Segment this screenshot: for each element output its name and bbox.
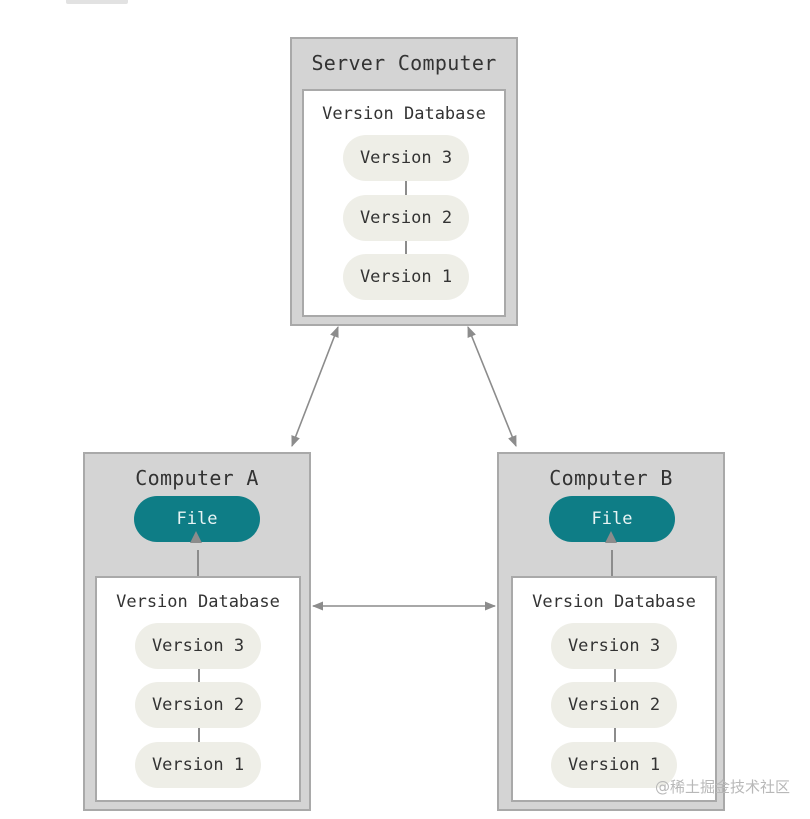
server-version-link-1 [405,179,407,195]
server-to-computer-b-arrow [467,325,517,448]
server-version-3: Version 3 [343,135,469,181]
computer-a-box: Computer A File Version Database Version… [83,452,311,811]
server-computer-box: Server Computer Version Database Version… [290,37,518,326]
server-database-title: Version Database [322,104,486,124]
cropped-text-fragment [66,0,128,4]
server-version-database: Version Database Version 3 Version 2 Ver… [302,89,506,317]
computer-b-database-title: Version Database [532,592,696,612]
server-version-1: Version 1 [343,254,469,300]
computer-b-title: Computer B [549,466,673,490]
computer-b-file: File [549,496,675,542]
computer-b-version-link-2 [614,726,616,742]
computer-a-file-link [197,550,199,576]
computer-a-version-database: Version Database Version 3 Version 2 Ver… [95,576,301,802]
computer-b-version-link-1 [614,667,616,683]
computer-b-version-3: Version 3 [551,623,677,669]
computer-b-file-arrowhead [605,531,617,543]
computer-b-version-database: Version Database Version 3 Version 2 Ver… [511,576,717,802]
computer-b-version-2: Version 2 [551,682,677,728]
computer-a-file-arrowhead [190,531,202,543]
computer-b-box: Computer B File Version Database Version… [497,452,725,811]
computer-b-version-1: Version 1 [551,742,677,788]
server-version-link-2 [405,239,407,255]
server-version-2: Version 2 [343,195,469,241]
computer-a-version-1: Version 1 [135,742,261,788]
computer-a-title: Computer A [135,466,259,490]
computer-b-file-link [611,550,613,576]
computer-a-version-2: Version 2 [135,682,261,728]
computer-a-version-3: Version 3 [135,623,261,669]
computer-a-database-title: Version Database [116,592,280,612]
computer-a-version-link-2 [198,726,200,742]
watermark-text: @稀土掘金技术社区 [654,778,790,796]
server-computer-title: Server Computer [311,51,497,75]
computer-a-version-link-1 [198,667,200,683]
server-to-computer-a-arrow [291,325,339,448]
